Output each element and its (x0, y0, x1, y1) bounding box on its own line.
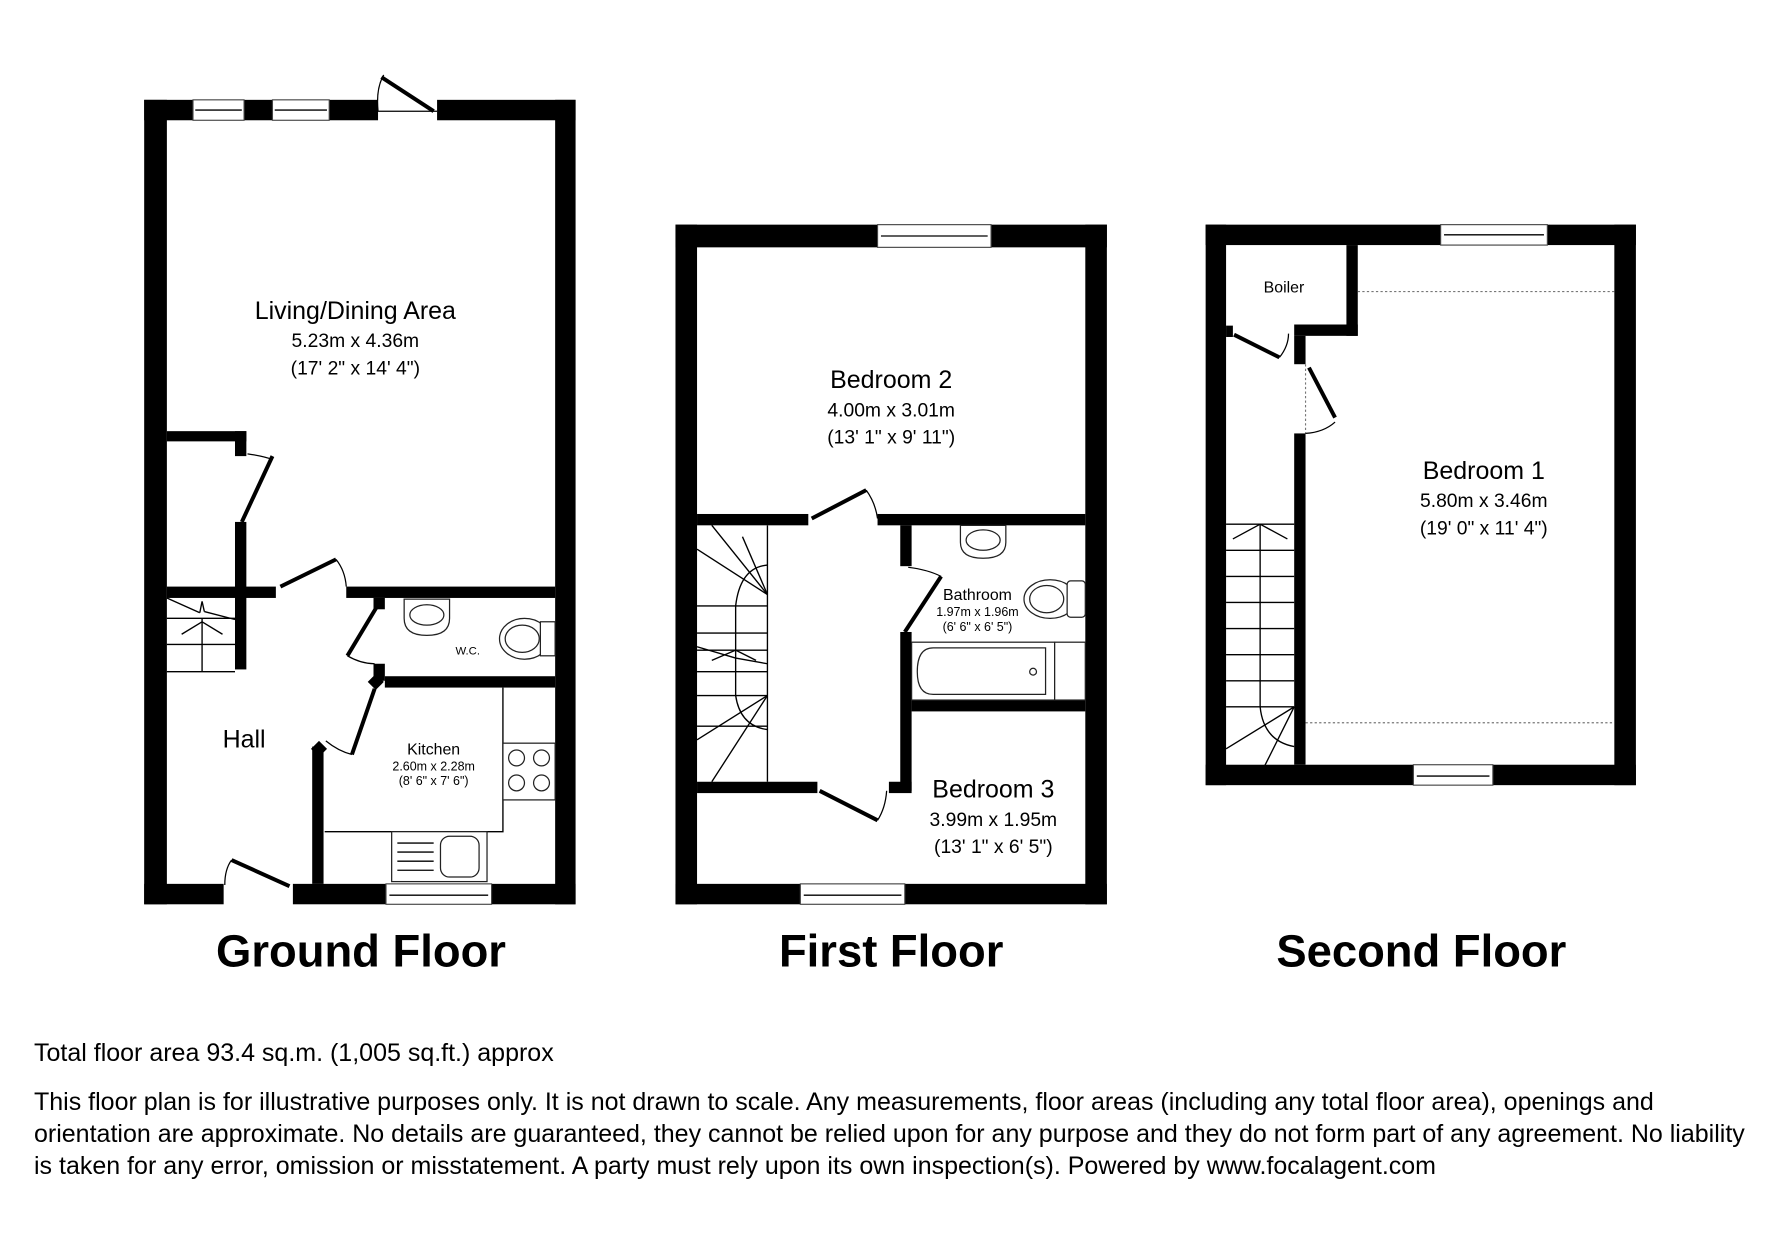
disclaimer-text: This floor plan is for illustrative purp… (34, 1088, 1745, 1180)
floor-title-second: Second Floor (1276, 926, 1566, 977)
total-floor-area: Total floor area 93.4 sq.m. (1,005 sq.ft… (34, 1039, 554, 1067)
staircase-icon (1225, 523, 1295, 767)
first-floor-plan: Bedroom 2 4.00m x 3.01m (13' 1" x 9' 11"… (675, 224, 1107, 977)
door-icon (279, 557, 347, 589)
staircase-icon (166, 597, 236, 673)
kitchen-counter (324, 687, 504, 833)
front-door-icon (224, 858, 291, 888)
window-icon (271, 99, 330, 121)
room-dim-imperial-bedroom-3: (13' 1" x 6' 5") (934, 837, 1053, 858)
window-icon (876, 224, 992, 248)
door-icon (325, 688, 377, 756)
room-label-kitchen: Kitchen (407, 742, 460, 759)
window-icon (799, 883, 906, 905)
sink-icon (391, 831, 488, 883)
ground-floor-plan: W.C. (144, 74, 576, 977)
hob-icon (502, 742, 556, 801)
door-icon (240, 453, 275, 523)
floor-title-ground: Ground Floor (216, 926, 506, 977)
door-icon (810, 488, 879, 521)
bathtub-icon (910, 641, 1086, 701)
room-dim-imperial-kitchen: (8' 6" x 7' 6") (399, 774, 469, 788)
staircase-icon (696, 524, 769, 783)
window-icon (385, 883, 493, 905)
room-dim-imperial-bedroom-1: (19' 0" x 11' 4") (1420, 518, 1548, 539)
room-dim-imperial-bathroom: (6' 6" x 6' 5") (943, 620, 1013, 634)
second-floor-plan: Boiler Bedroom 1 5.80m x 3.46m (19' 0" x… (1205, 224, 1636, 977)
room-label-bathroom: Bathroom (943, 587, 1012, 604)
room-label-bedroom-2: Bedroom 2 (830, 366, 952, 394)
window-icon (192, 99, 245, 121)
room-label-living-dining: Living/Dining Area (255, 297, 456, 325)
toilet-icon (403, 598, 451, 637)
door-icon (818, 789, 888, 823)
room-dim-kitchen: 2.60m x 2.28m (392, 759, 475, 773)
door-icon (1305, 366, 1337, 435)
room-dim-living-dining: 5.23m x 4.36m (292, 331, 420, 352)
room-dim-bedroom-3: 3.99m x 1.95m (930, 810, 1058, 831)
window-icon (1412, 764, 1494, 786)
room-label-boiler: Boiler (1264, 280, 1305, 297)
door-icon (345, 603, 380, 665)
window-icon (1440, 224, 1548, 246)
room-dim-imperial-living-dining: (17' 2" x 14' 4") (291, 358, 420, 379)
room-label-bedroom-1: Bedroom 1 (1423, 457, 1545, 485)
room-dim-bedroom-1: 5.80m x 3.46m (1420, 491, 1548, 512)
room-dim-imperial-bedroom-2: (13' 1" x 9' 11") (827, 428, 955, 449)
door-icon (1233, 332, 1290, 360)
door-icon (903, 566, 943, 634)
room-dim-bathroom: 1.97m x 1.96m (936, 605, 1019, 619)
basin-icon (498, 617, 556, 660)
room-label-wc: W.C. (455, 646, 480, 658)
room-label-hall: Hall (223, 726, 266, 754)
room-dim-bedroom-2: 4.00m x 3.01m (827, 400, 955, 421)
floor-title-first: First Floor (779, 926, 1003, 977)
room-label-bedroom-3: Bedroom 3 (932, 776, 1054, 804)
door-icon (376, 74, 438, 113)
toilet-icon (959, 524, 1007, 559)
toilet-icon (1023, 579, 1086, 619)
